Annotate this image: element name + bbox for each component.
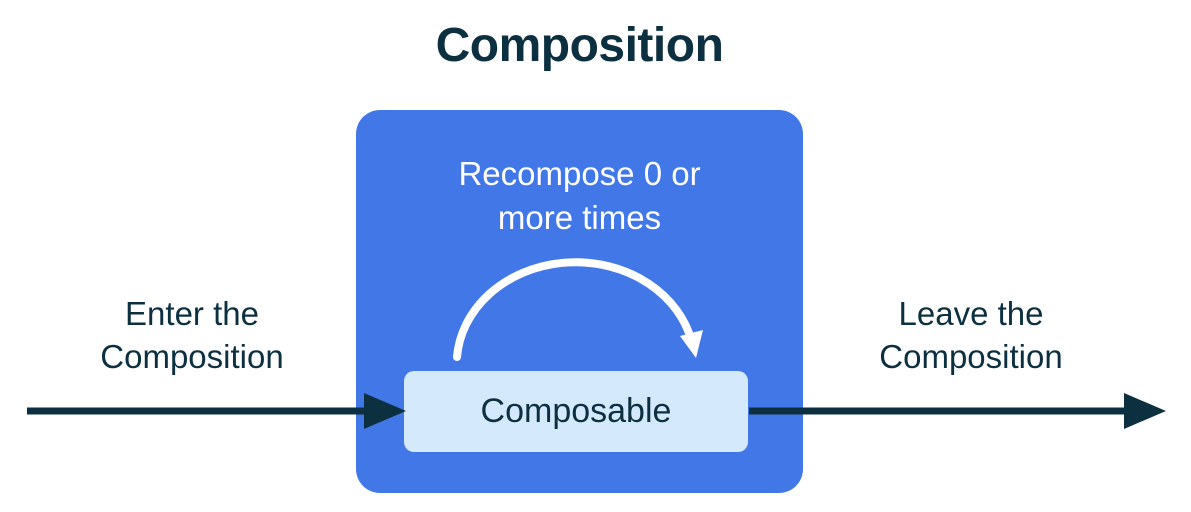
- leave-arrow-icon: [749, 393, 1166, 429]
- enter-label-line1: Enter the: [125, 295, 259, 332]
- leave-composition-label: Leave the Composition: [816, 292, 1126, 378]
- enter-arrow-icon: [27, 393, 406, 429]
- leave-label-line1: Leave the: [898, 295, 1044, 332]
- diagram-title: Composition: [435, 19, 724, 72]
- enter-label-line2: Composition: [100, 338, 284, 375]
- composable-box: Composable: [404, 371, 748, 452]
- composable-label: Composable: [480, 392, 672, 430]
- enter-composition-label: Enter the Composition: [37, 292, 347, 378]
- leave-label-line2: Composition: [879, 338, 1063, 375]
- recompose-label-line2: more times: [497, 199, 662, 236]
- recompose-label: Recompose 0 or more times: [356, 152, 803, 240]
- recompose-label-line1: Recompose 0 or: [458, 155, 701, 192]
